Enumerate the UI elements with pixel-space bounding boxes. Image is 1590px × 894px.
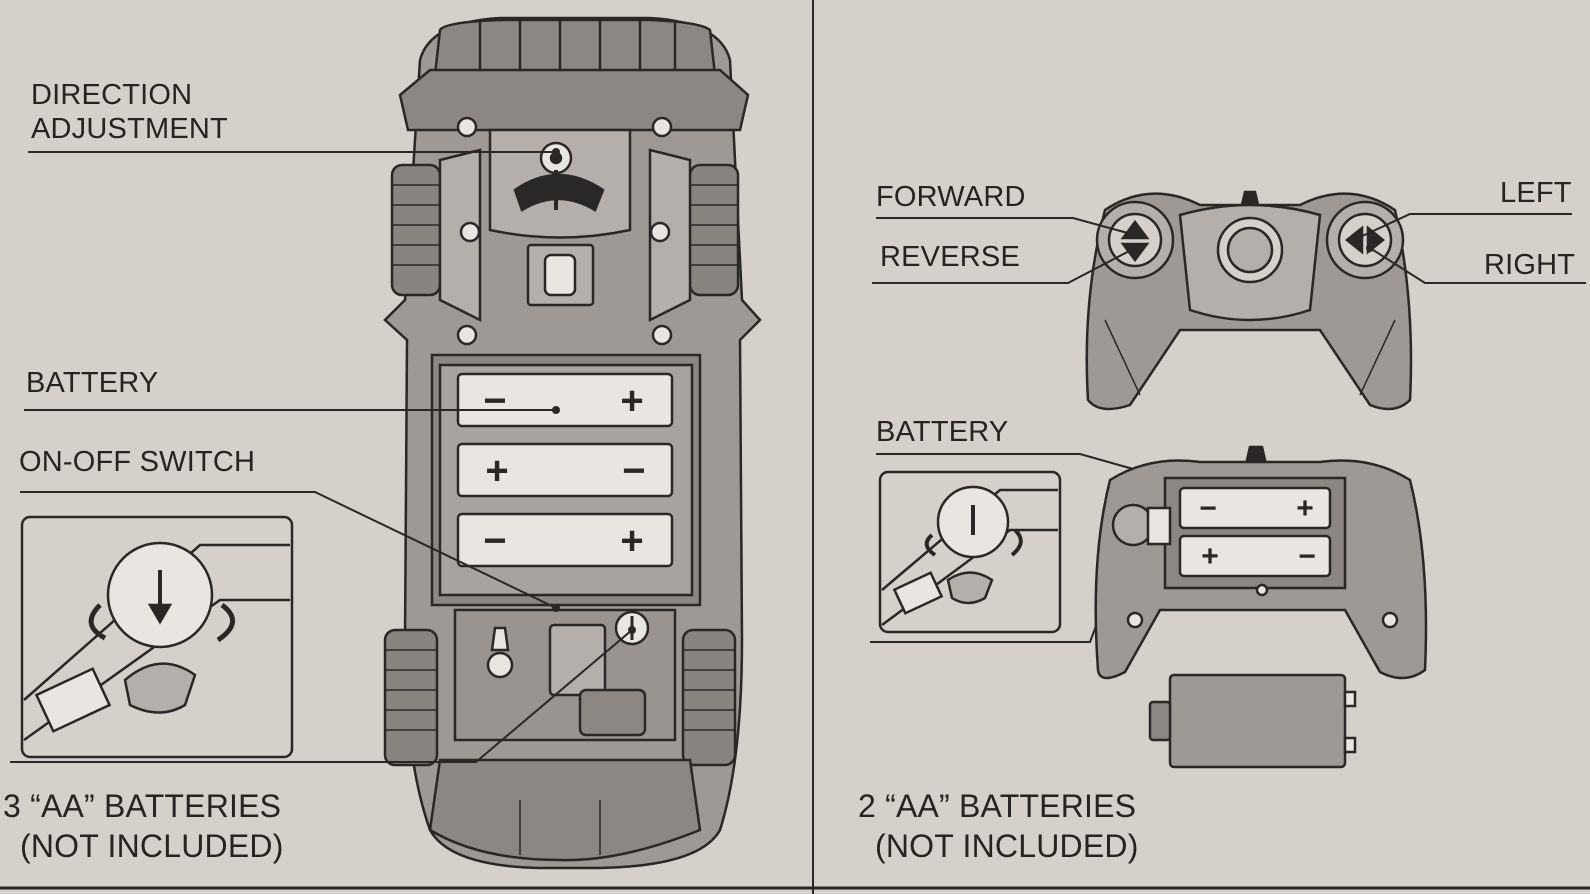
direction-adjustment-label: DIRECTION ADJUSTMENT: [31, 78, 228, 146]
polarity-mark: −: [483, 379, 506, 423]
on-off-switch-label: ON-OFF SWITCH: [19, 446, 256, 478]
controller-switch-inset: [878, 470, 1062, 634]
direction-adjustment-line1: DIRECTION: [31, 79, 193, 111]
controller-battery-label: BATTERY: [876, 416, 1009, 448]
reverse-label: REVERSE: [880, 241, 1020, 273]
controller-battery-cells: [1178, 486, 1332, 578]
controller-batteries-count: 2 “AA” BATTERIES: [858, 788, 1137, 824]
polarity-mark: +: [620, 519, 643, 563]
car-leader-lines: [10, 151, 633, 763]
polarity-mark: +: [620, 379, 643, 423]
rear-right-wheel: [681, 628, 737, 767]
aa-battery-illustration: [1148, 673, 1357, 769]
car-batteries-count: 3 “AA” BATTERIES: [3, 788, 282, 824]
polarity-mark: −: [1199, 492, 1217, 525]
car-battery-cells: [456, 372, 674, 568]
car-switch-inset: [20, 515, 294, 759]
controller-battery-cell: [1178, 534, 1332, 578]
polarity-mark: +: [485, 449, 508, 493]
car-not-included: (NOT INCLUDED): [20, 828, 284, 864]
direction-adjustment-line2: ADJUSTMENT: [31, 113, 228, 145]
left-label: LEFT: [1500, 177, 1572, 209]
polarity-mark: −: [483, 519, 506, 563]
polarity-mark: −: [622, 449, 645, 493]
polarity-mark: +: [1296, 492, 1314, 525]
polarity-mark: +: [1201, 540, 1219, 573]
forward-label: FORWARD: [876, 181, 1026, 213]
controller-battery-cell: [1178, 486, 1332, 530]
car-battery-cell: [456, 372, 674, 428]
polarity-mark: −: [1298, 540, 1316, 573]
car-battery-cell: [456, 512, 674, 568]
car-battery-cell: [456, 442, 674, 498]
right-label: RIGHT: [1484, 249, 1576, 281]
controller-front: [1085, 190, 1413, 411]
rear-left-wheel: [383, 628, 439, 767]
controller-not-included: (NOT INCLUDED): [875, 828, 1139, 864]
car-battery-label: BATTERY: [26, 367, 159, 399]
